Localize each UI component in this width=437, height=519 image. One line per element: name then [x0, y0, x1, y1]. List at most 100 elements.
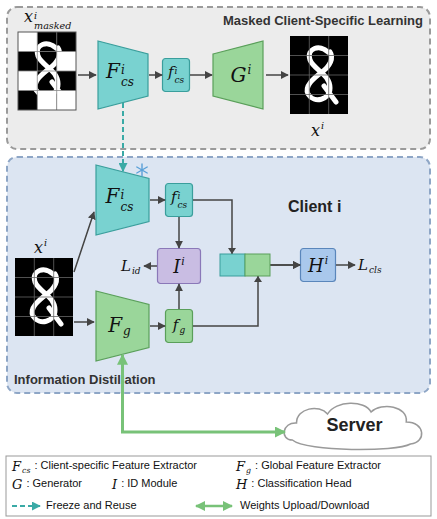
feature-box	[165, 309, 193, 343]
script-stack: ics	[174, 67, 184, 86]
math-label: Hi	[308, 256, 328, 275]
flow-arrow	[122, 103, 124, 171]
concat-feature	[220, 248, 270, 282]
math-symbol: F	[108, 313, 122, 337]
math-label: Gi	[231, 64, 252, 85]
box-content: fics	[165, 183, 193, 217]
math-symbol: x	[34, 238, 43, 257]
module-box: Hi	[300, 248, 336, 282]
math-label: xi	[311, 121, 324, 139]
subscript: cs	[22, 466, 30, 475]
legend-text: Weights Upload/Download	[240, 499, 369, 512]
legend-description: : Classification Head	[251, 477, 351, 489]
trapezoid-outline	[98, 41, 148, 109]
math-symbol: G	[231, 64, 247, 88]
math-label: fg	[173, 317, 185, 335]
flow-arrow	[193, 200, 300, 265]
panel-title: Client i	[288, 198, 341, 216]
legend-line-sample	[196, 505, 232, 508]
flow-arrow	[178, 284, 180, 309]
math-symbol: L	[358, 256, 368, 274]
output-image	[290, 36, 348, 114]
math-symbol: f	[171, 188, 177, 206]
subscript: g	[179, 325, 185, 335]
math-label: G: Generator	[12, 478, 82, 491]
legend-line-sample	[12, 505, 40, 507]
region-panel: Client iInformation DistillationFicsfics…	[6, 156, 431, 394]
math-label: Lid	[121, 258, 141, 276]
subscript: g	[246, 466, 251, 475]
box-outline	[166, 184, 193, 217]
box-outline	[166, 310, 193, 343]
trapezoid-outline	[213, 41, 263, 109]
math-symbol: F	[106, 59, 120, 83]
superscript: i	[174, 67, 184, 76]
box-outline	[301, 249, 336, 282]
legend-text: Freeze and Reuse	[46, 499, 137, 512]
math-symbol: F	[106, 184, 120, 208]
math-symbol: F	[12, 459, 21, 474]
script-stack: ics	[121, 189, 134, 214]
math-label: ximasked	[24, 9, 71, 31]
box-content: Hi	[300, 248, 336, 282]
cloud-outline	[284, 403, 421, 449]
module-box: Gi	[212, 40, 264, 110]
flow-arrow	[193, 265, 300, 326]
loss-arrow	[144, 265, 157, 267]
input-arrow	[74, 212, 94, 272]
flow-arrow	[150, 325, 165, 327]
legend-description: : Client-specific Feature Extractor	[34, 459, 197, 471]
math-label: fics	[168, 64, 184, 86]
box-content: Gi	[212, 40, 264, 110]
math-label: Fcs : Client-specific Feature Extractor	[12, 460, 197, 475]
math-label: fics	[171, 189, 187, 211]
flow-arrow	[190, 74, 212, 76]
script-stack: imasked	[34, 11, 71, 31]
subscript: cs	[121, 201, 134, 214]
input-arrow	[74, 321, 94, 323]
trapezoid-outline	[96, 291, 149, 361]
subscript: cs	[174, 76, 184, 85]
legend-description: : Global Feature Extractor	[255, 459, 381, 471]
module-box: fics	[162, 58, 190, 92]
math-symbol: x	[311, 121, 320, 140]
superscript: i	[325, 254, 328, 267]
box-content: Fics	[95, 164, 150, 236]
server-cloud: Server	[282, 396, 427, 454]
input-image	[15, 258, 73, 336]
box-content: Fg	[95, 290, 150, 362]
math-symbol: I	[173, 255, 180, 276]
box-content: fics	[162, 58, 190, 92]
superscript: i	[248, 63, 252, 77]
panel-title: Information Distillation	[14, 372, 156, 387]
math-label: Fg	[108, 315, 131, 338]
legend-description: : ID Module	[121, 477, 177, 489]
legend-frame	[6, 456, 431, 516]
module-box: fics	[165, 183, 193, 217]
superscript: i	[321, 120, 324, 131]
box-content: fg	[165, 309, 193, 343]
flow-arrow	[150, 199, 165, 201]
math-symbol: L	[121, 257, 131, 275]
superscript: i	[121, 189, 134, 202]
math-label: Fics	[106, 61, 134, 89]
box-outline	[163, 59, 190, 92]
math-symbol: f	[173, 316, 179, 334]
subscript: g	[123, 324, 131, 338]
flow-arrow	[149, 74, 162, 76]
script-stack: ics	[121, 64, 134, 89]
math-symbol: F	[236, 459, 245, 474]
box-outline	[158, 249, 201, 284]
subscript: cs	[177, 201, 187, 210]
trapezoid-shape	[95, 290, 150, 362]
math-symbol: I	[112, 477, 117, 492]
math-label: Fics	[106, 186, 134, 214]
masked-image	[18, 32, 76, 110]
loss-arrow	[336, 264, 355, 266]
math-label: xi	[34, 238, 47, 256]
math-symbol: H	[236, 477, 247, 492]
panel-outline	[6, 156, 431, 394]
flow-arrow	[178, 217, 180, 248]
